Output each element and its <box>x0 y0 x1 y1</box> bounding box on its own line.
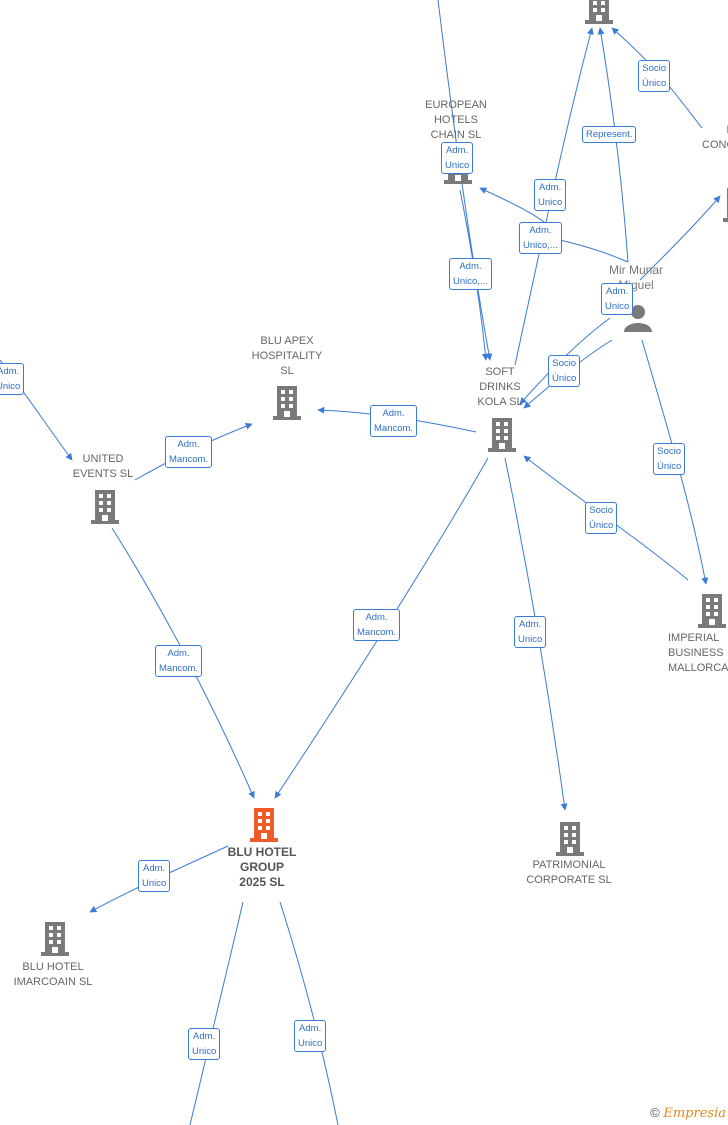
node-blu-apex[interactable]: BLU APEX HOSPITALITY SL <box>251 335 323 377</box>
imperial-building-icon[interactable] <box>698 594 726 628</box>
edge-label-adm-unico[interactable]: Adm. Unico <box>188 1028 221 1060</box>
patrimonial-building-icon[interactable] <box>556 822 584 856</box>
edge-label-adm-unico[interactable]: Adm. Unico <box>514 616 547 648</box>
node-imperial[interactable]: IMPERIAL BUSINESS MALLORCA <box>668 632 728 674</box>
edge-label-adm-mancom[interactable]: Adm. Mancom. <box>353 609 401 641</box>
edge-label-adm-unico[interactable]: Adm. Unico <box>534 179 567 211</box>
edge-label-adm-unico[interactable]: Adm. Unico <box>601 283 634 315</box>
node-conc-partial[interactable]: D CONC <box>702 124 728 151</box>
copyright-icon: © <box>650 1105 660 1120</box>
imarcoain-building-icon[interactable] <box>41 922 69 956</box>
footer: © Empresia <box>650 1105 726 1121</box>
node-patrimonial[interactable]: PATRIMONIAL CORPORATE SL <box>526 859 612 886</box>
node-united-events[interactable]: UNITED EVENTS SL <box>72 453 134 480</box>
node-soft-drinks[interactable]: SOFT DRINKS KOLA SL <box>477 366 523 408</box>
edge-label-socio-unico[interactable]: Socio Único <box>638 60 671 92</box>
brand-logo[interactable]: Empresia <box>663 1106 726 1121</box>
edge-label-adm-mancom[interactable]: Adm. Mancom. <box>155 645 203 677</box>
edge-label-adm-unico[interactable]: Adm. Unico <box>294 1020 327 1052</box>
edge-label-represent[interactable]: Represent. <box>582 126 637 143</box>
edge-label-adm-unico[interactable]: Adm. Unico <box>441 142 474 174</box>
edge-label-adm-mancom[interactable]: Adm. Mancom. <box>370 405 418 437</box>
edge-label-adm-unico[interactable]: Adm. Unico <box>0 363 25 395</box>
united-events-building-icon[interactable] <box>91 490 119 524</box>
person-icon[interactable] <box>624 305 652 332</box>
edge-label-adm-mancom[interactable]: Adm. Mancom. <box>165 436 213 468</box>
edge-label-adm-unico-dots[interactable]: Adm. Unico,... <box>519 222 562 254</box>
edge-label-socio-unico[interactable]: Socio Único <box>548 355 581 387</box>
partial-building-icon[interactable] <box>723 188 728 222</box>
node-blu-hotel-group[interactable]: BLU HOTEL GROUP 2025 SL <box>227 845 297 889</box>
blu-apex-building-icon[interactable] <box>273 386 301 420</box>
node-european-hotels[interactable]: EUROPEAN HOTELS CHAIN SL <box>425 99 487 141</box>
node-blu-hotel-imarcoain[interactable]: BLU HOTEL IMARCOAIN SL <box>13 961 93 988</box>
edge-label-adm-unico-dots[interactable]: Adm. Unico,... <box>449 258 492 290</box>
edge-label-socio-unico[interactable]: Socio Único <box>653 443 686 475</box>
soft-drinks-building-icon[interactable] <box>488 418 516 452</box>
edge-label-adm-unico[interactable]: Adm. Unico <box>138 860 171 892</box>
building-icon[interactable] <box>585 0 613 24</box>
blu-hotel-group-building-icon[interactable] <box>250 808 278 842</box>
edge-label-socio-unico[interactable]: Socio Único <box>585 502 618 534</box>
